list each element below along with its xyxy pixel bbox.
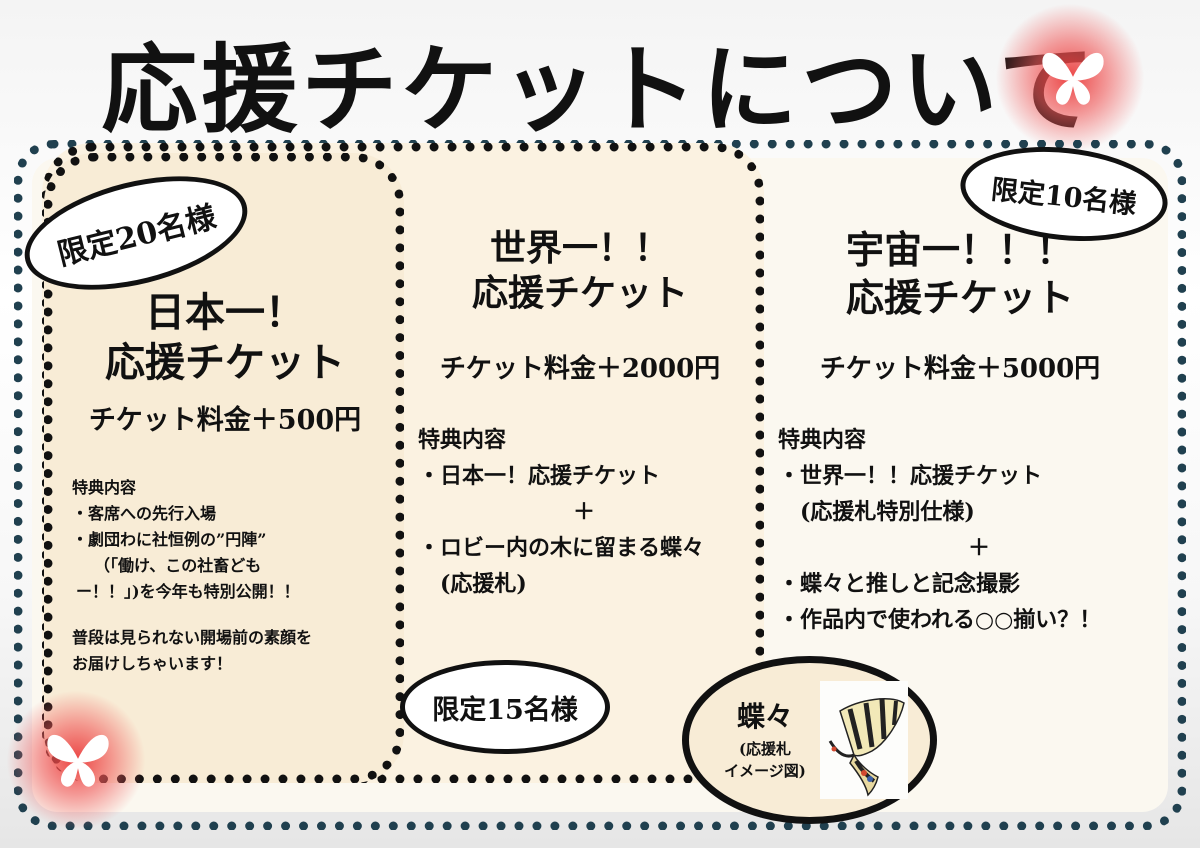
benefits-list: 特典内容 ・日本一！応援チケット ＋ ・ロビー内の木に留まる蝶々 (応援札) [418, 422, 704, 602]
ticket-title-line: 世界一！！ [489, 227, 670, 269]
benefit-item: ・日本一！応援チケット [418, 463, 661, 489]
ticket-price: チケット料金＋2000円 [439, 354, 721, 384]
benefit-item: ・作品内で使われる○○揃い？！ [778, 607, 1102, 633]
ticket-title-line: 応援チケット [845, 274, 1074, 320]
butterfly-sublabel-line: イメージ図) [724, 762, 806, 780]
benefits-heading: 特典内容 [418, 427, 507, 453]
butterfly-sublabel-line: (応援札 [738, 740, 792, 758]
benefit-item: ・世界一！！応援チケット [778, 463, 1043, 489]
benefit-item: （「働け、この社畜ども [94, 556, 262, 575]
ticket-title-line: 宇宙一！！！ [845, 227, 1074, 272]
butterfly-label: 蝶々 [736, 700, 793, 733]
benefit-item: ー！！」)を今年も特別公開！！ [76, 582, 300, 601]
note-line: 普段は見られない開場前の素顔を [72, 628, 313, 647]
benefits-heading: 特典内容 [72, 478, 137, 497]
limit-badge: 限定15名様 [400, 660, 610, 754]
benefit-item: ・客席への先行入場 [72, 504, 217, 523]
swallowtail-butterfly-icon [828, 698, 905, 797]
butterfly-icon [1042, 52, 1104, 105]
ticket-title-line: 応援チケット [471, 272, 688, 314]
benefits-list: 特典内容 ・客席への先行入場 ・劇団わに社恒例の”円陣” （「働け、この社畜ども… [72, 475, 312, 677]
ticket-title-line: 応援チケット [105, 339, 345, 386]
benefit-item: (応援札) [440, 571, 527, 597]
benefit-item: ・ロビー内の木に留まる蝶々 [418, 535, 705, 561]
benefit-item: ＋ [968, 535, 991, 561]
ticket-title: 世界一！！ 応援チケット [420, 226, 740, 316]
ticket-price: チケット料金＋500円 [88, 405, 362, 436]
benefits-list: 特典内容 ・世界一！！応援チケット (応援札特別仕様) ＋ ・蝶々と推しと記念撮… [778, 422, 1101, 638]
ticket-title: 宇宙一！！！ 応援チケット [800, 226, 1120, 321]
ticket-title-line: 日本一！ [145, 289, 305, 336]
benefit-item: (応援札特別仕様) [800, 499, 975, 525]
note-line: お届けしちゃいます！ [72, 654, 233, 673]
butterfly-sublabel: (応援札 イメージ図) [710, 738, 820, 782]
benefit-item: ＋ [573, 499, 596, 525]
benefit-item: ・劇団わに社恒例の”円陣” [72, 530, 267, 549]
ticket-title: 日本一！ 応援チケット [80, 288, 370, 388]
ticket-price: チケット料金＋5000円 [819, 354, 1101, 384]
butterfly-icon [47, 734, 109, 787]
page-title: 応援チケットについて [101, 33, 1099, 146]
benefit-item: ・蝶々と推しと記念撮影 [778, 571, 1021, 597]
benefits-heading: 特典内容 [778, 427, 867, 453]
butterfly-illustration [820, 681, 908, 799]
